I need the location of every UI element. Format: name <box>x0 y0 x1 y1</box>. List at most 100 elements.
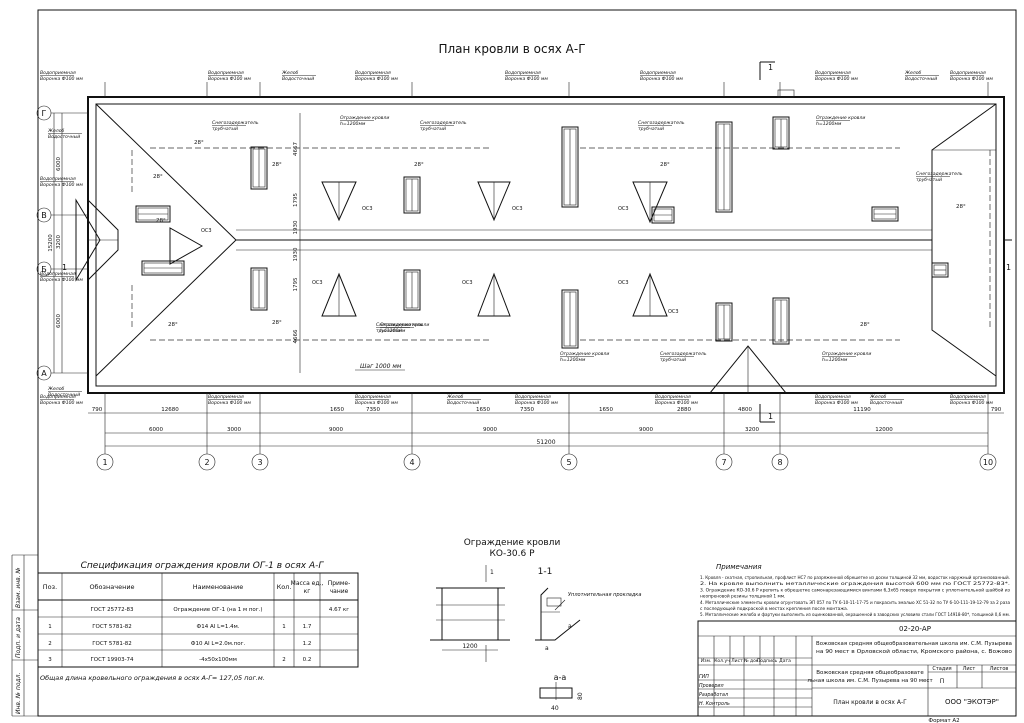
bottom-dim-label-2: 9000 <box>483 427 497 433</box>
stamp-col-header: Подпись <box>757 658 778 664</box>
spec-cell: 2 <box>48 641 52 647</box>
funnel-callout-line1: Водоприемная <box>655 394 691 400</box>
plan-title: План кровли в осях А-Г <box>438 42 585 56</box>
fence-callout-line2: h=1200мм <box>822 357 848 363</box>
gutter-callout-line1: Желоб <box>47 386 65 392</box>
dormer-rect <box>403 269 421 311</box>
stamp-sheet-header: Лист <box>963 666 976 672</box>
oc-label: ОС3 <box>362 206 373 212</box>
dormer-rect <box>772 116 790 150</box>
funnel-callout-line2: Воронка Ф100 мм <box>208 76 251 82</box>
row-axis-label: Г <box>42 109 47 118</box>
stamp-sheets-header: Листов <box>990 666 1009 672</box>
col-axis-label: 4 <box>409 458 414 467</box>
spec-table: Спецификация ограждения кровли ОГ-1 в ос… <box>37 561 359 668</box>
funnel-callout-line2: Воронка Ф100 мм <box>40 76 83 82</box>
funnel-callout-line1: Водоприемная <box>40 394 76 400</box>
funnel-callout-line1: Водоприемная <box>950 394 986 400</box>
oc-label: ОС3 <box>201 228 212 234</box>
oc-label: ОС3 <box>312 280 323 286</box>
snow-callout-line1: Снегозадержатель <box>916 171 963 177</box>
svg-text:Уплотнительная прокладка: Уплотнительная прокладка <box>568 592 641 598</box>
oc-label: ОС3 <box>618 280 629 286</box>
stamp-role: Н. Контроль <box>699 701 730 707</box>
spec-header: Приме- <box>328 580 351 587</box>
svg-text:1: 1 <box>768 63 773 72</box>
gutter-callout-line1: Желоб <box>869 394 887 400</box>
funnel-callout-line1: Водоприемная <box>355 70 391 76</box>
stamp-stage: П <box>940 678 945 685</box>
dormer-rect <box>403 176 421 214</box>
spec-cell: 2 <box>282 657 286 663</box>
mid-dim-label: 1795 <box>293 277 299 291</box>
dormer-rect <box>772 297 790 345</box>
spec-header: кг <box>304 588 311 595</box>
funnel-callout-line2: Воронка Ф100 мм <box>950 400 993 406</box>
spec-header: Кол. <box>277 583 292 591</box>
title-block: 02-20-АР <box>697 620 1017 717</box>
bottom-dim-label-2: 12000 <box>875 427 893 433</box>
stamp-building-1: Вожовская средняя общеобразовате <box>816 670 924 676</box>
funnel-callout-line1: Водоприемная <box>815 394 851 400</box>
spec-cell: ГОСТ 19903-74 <box>90 657 134 663</box>
dormer-rect <box>931 262 949 278</box>
funnel-callout-line1: Водоприемная <box>950 70 986 76</box>
spec-header: Обозначение <box>89 583 134 591</box>
bottom-dim-label-1: 790 <box>991 407 1002 413</box>
left-dim-label: 6000 <box>56 157 62 171</box>
mid-dim-label: 1795 <box>293 193 299 207</box>
funnel-callout-line2: Воронка Ф100 мм <box>208 400 251 406</box>
snow-callout-line1: Снегозадержатель <box>376 322 423 328</box>
funnel-callout-line2: Воронка Ф100 мм <box>355 400 398 406</box>
dormer-rect <box>871 206 899 222</box>
spec-cell: -4х50х100мм <box>199 657 237 663</box>
gutter-callout-line2: Водосточный <box>905 76 937 82</box>
note-line: 4. Металлические элементы кровли огрунто… <box>700 600 1010 606</box>
dormer-rect <box>250 267 268 311</box>
mid-dim-label: 4666 <box>293 329 299 343</box>
funnel-callout-line2: Воронка Ф100 мм <box>355 76 398 82</box>
svg-text:а: а <box>545 645 549 652</box>
funnel-callout-line1: Водоприемная <box>355 394 391 400</box>
note-line: 2. На кровле выполнить металлические огр… <box>700 580 1010 587</box>
fence-lines <box>131 147 991 341</box>
fence-callout-line1: Ограждение кровли <box>560 351 609 357</box>
slope-label: 28° <box>168 322 178 328</box>
col-axis-label: 10 <box>983 458 993 467</box>
gutter-callout-line2: Водосточный <box>870 400 902 406</box>
slope-label: 28° <box>156 218 166 224</box>
slope-label: 28° <box>956 204 966 210</box>
stamp-sheet-name: План кровли в осях А-Г <box>833 699 907 706</box>
svg-text:40: 40 <box>551 705 559 712</box>
snow-callout-line2: трубчатый <box>660 357 686 363</box>
funnel-callout-line1: Водоприемная <box>208 70 244 76</box>
spec-cell: ГОСТ 25772-83 <box>90 607 134 613</box>
svg-text:КО-30.6 Р: КО-30.6 Р <box>489 549 535 559</box>
stamp-col-header: Изм. <box>701 658 712 664</box>
oc-label: ОС3 <box>512 206 523 212</box>
svg-text:1: 1 <box>1006 263 1011 272</box>
snow-callout-line1: Снегозадержатель <box>660 351 707 357</box>
stamp-object-2: на 90 мест в Орловской области, Кромског… <box>816 648 1013 655</box>
dormer-triangle <box>75 198 101 282</box>
snow-callout-line2: трубчатый <box>376 328 402 334</box>
gutter-callout-line1: Желоб <box>281 70 299 76</box>
fence-callout-line2: h=1200мм <box>560 357 586 363</box>
row-axis-label: В <box>41 211 47 220</box>
oc-label: ОС3 <box>462 280 473 286</box>
fence-detail: Ограждение кровли КО-30.6 Р 1-1 1200 1 У… <box>430 538 641 712</box>
funnel-callout-line2: Воронка Ф100 мм <box>815 76 858 82</box>
snow-callout-line2: трубчатый <box>638 126 664 132</box>
funnel-callout-line2: Воронка Ф100 мм <box>40 400 83 406</box>
dimensions: 6000320060001520046671795193019301795466… <box>48 113 1004 447</box>
side-label-replace: Взам. инв. № <box>15 567 22 608</box>
gutter-callout-line1: Желоб <box>446 394 464 400</box>
slope-label: 28° <box>272 162 282 168</box>
col-axis-label: 7 <box>721 458 726 467</box>
roof-outline <box>87 89 1005 394</box>
svg-text:Примечания: Примечания <box>716 563 762 571</box>
notes: Примечания <box>716 563 762 571</box>
